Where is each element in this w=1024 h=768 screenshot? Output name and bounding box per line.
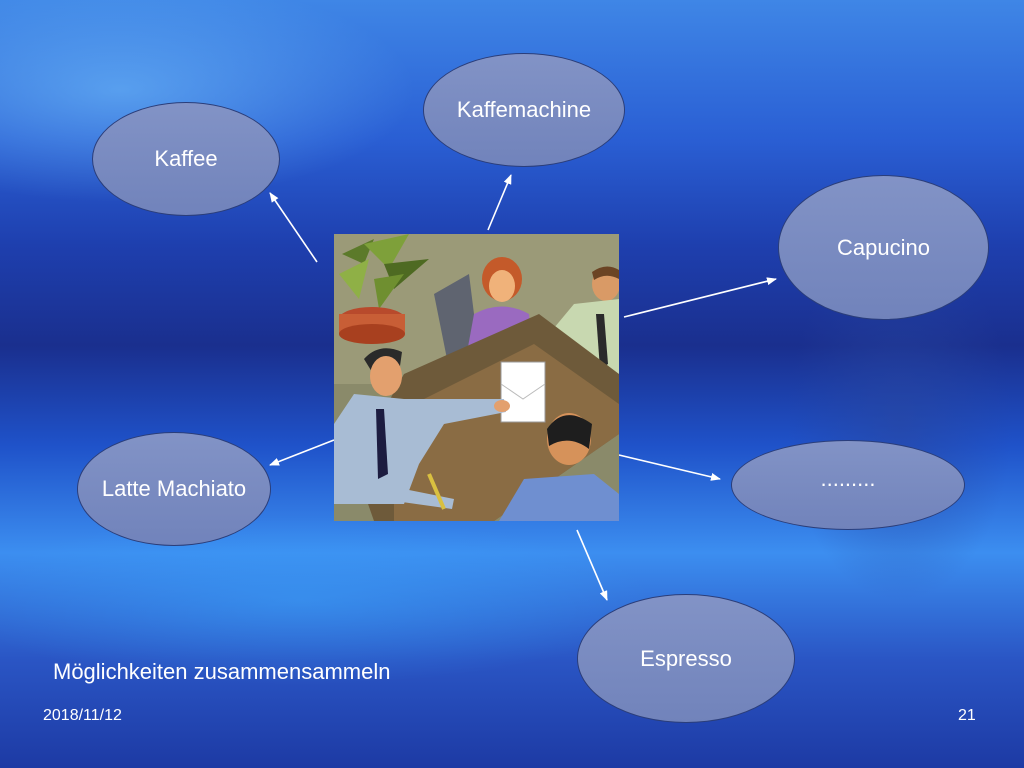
node-latte-machiato: Latte Machiato <box>77 432 271 546</box>
man-left-figure <box>334 348 510 510</box>
arrow-to-espresso <box>576 529 608 601</box>
man-front-figure <box>499 413 619 521</box>
node-latte-label: Latte Machiato <box>101 476 247 501</box>
node-capucino: Capucino <box>778 175 989 320</box>
node-kaffemachine: Kaffemachine <box>423 53 625 167</box>
plant-icon <box>339 234 429 344</box>
node-kaffemachine-label: Kaffemachine <box>456 97 592 122</box>
slide-caption: Möglichkeiten zusammensammeln <box>53 659 391 684</box>
arrow-to-capucino <box>623 277 777 318</box>
node-kaffee-label: Kaffee <box>154 146 218 171</box>
footer-page-number: 21 <box>958 707 976 724</box>
node-kaffee: Kaffee <box>92 102 280 216</box>
arrow-to-kaffee <box>269 192 318 263</box>
node-more: ......... <box>731 440 965 530</box>
arrow-to-kaffemachine <box>487 174 512 231</box>
node-espresso: Espresso <box>577 594 795 723</box>
footer-date: 2018/11/12 <box>43 707 122 724</box>
arrow-to-latte <box>269 439 335 466</box>
node-more-label: ......... <box>820 466 876 491</box>
arrow-to-more <box>618 454 721 481</box>
meeting-clipart <box>334 234 619 521</box>
node-capucino-label: Capucino <box>837 234 930 260</box>
man-right-figure <box>549 266 619 384</box>
node-espresso-label: Espresso <box>640 645 732 671</box>
